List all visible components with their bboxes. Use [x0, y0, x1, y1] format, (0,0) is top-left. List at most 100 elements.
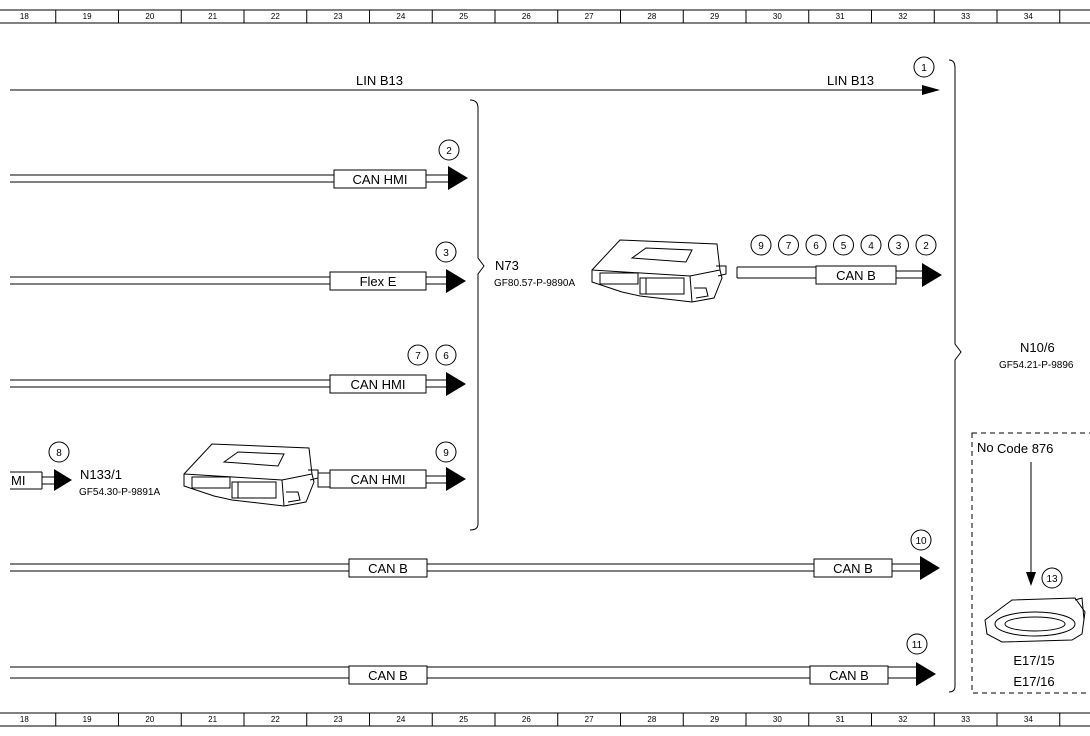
ruler-number: 28 [647, 715, 656, 724]
connector-2: 2 [446, 146, 452, 157]
lin-b13-wire: LIN B13 LIN B13 1 [10, 56, 940, 95]
ruler-number: 27 [585, 12, 594, 21]
n73-connector-circle [778, 234, 799, 256]
n73-code: GF80.57-P-9890A [494, 278, 575, 289]
part-e17-15: E17/15 [1013, 653, 1054, 668]
connector-10: 10 [915, 536, 927, 547]
ruler-number: 19 [83, 12, 92, 21]
ruler-number: 34 [1024, 12, 1033, 21]
ruler-top: 18 19 20 21 22 23 24 25 26 27 28 29 30 31 32 33 34 [0, 9, 1090, 24]
connector-11: 11 [912, 640, 923, 651]
n73-group: N73 GF80.57-P-9890A [494, 258, 575, 289]
n73-connector-number: 4 [868, 241, 874, 252]
option-code-876-box: No Code 876 13 E17/15 E17/16 [971, 432, 1090, 694]
label-can-b-11-left: CAN B [368, 668, 408, 683]
ruler-number: 19 [83, 715, 92, 724]
ruler-bottom: 18 19 20 21 22 23 24 25 26 27 28 29 30 31 32 33 34 [0, 712, 1090, 727]
n73-connector-number: 9 [758, 241, 764, 252]
n73-connector-circle [915, 234, 937, 256]
n73-connector-number: 5 [841, 241, 847, 252]
label-can-b-10-right: CAN B [833, 561, 873, 576]
ruler-number: 20 [145, 12, 154, 21]
n73-connector-circle [750, 234, 772, 256]
n73-connector-row: 9 7 6 5 4 3 2 [750, 234, 937, 256]
n133-cut-label: MI [11, 473, 25, 488]
ruler-number: 34 [1024, 715, 1033, 724]
label-can-b-11-right: CAN B [829, 668, 869, 683]
n73-module-icon [591, 239, 727, 303]
n10-code: GF54.21-P-9896 [999, 360, 1074, 371]
ruler-number: 30 [773, 12, 782, 21]
option-code-label: Code 876 [997, 441, 1053, 456]
n73-brace [469, 99, 485, 531]
n10-name: N10/6 [1020, 340, 1055, 355]
ruler-number: 21 [208, 715, 217, 724]
ruler-number: 24 [396, 715, 405, 724]
label-can-hmi-2: CAN HMI [353, 172, 408, 187]
lamp-module-icon [984, 597, 1086, 643]
n73-connector-circle [860, 234, 882, 256]
ruler-number: 28 [647, 12, 656, 21]
n73-connector-number: 6 [813, 241, 819, 252]
wire-can-hmi-9: CAN HMI 9 [317, 441, 466, 491]
label-can-b-10-left: CAN B [368, 561, 408, 576]
connector-7: 7 [415, 351, 421, 362]
n133-module-icon [183, 443, 319, 507]
ruler-number: 33 [961, 12, 970, 21]
n73-connector-circle [805, 234, 827, 256]
wire-can-hmi-7-6: CAN HMI 7 6 [10, 344, 466, 396]
ruler-number: 32 [898, 715, 907, 724]
label-can-hmi-9: CAN HMI [351, 472, 406, 487]
ruler-number: 32 [898, 12, 907, 21]
ruler-number: 22 [271, 12, 280, 21]
label-n73-can-b: CAN B [836, 268, 876, 283]
lin-right-label: LIN B13 [827, 73, 874, 88]
connector-3: 3 [443, 248, 449, 259]
ruler-number: 30 [773, 715, 782, 724]
ruler-number: 23 [334, 715, 343, 724]
wire-can-hmi-2: CAN HMI 2 [10, 139, 468, 190]
label-flex-e: Flex E [360, 274, 397, 289]
ruler-number: 26 [522, 12, 531, 21]
ruler-number: 18 [20, 715, 29, 724]
n10-group: N10/6 GF54.21-P-9896 [999, 340, 1074, 371]
ruler-number: 25 [459, 715, 468, 724]
ruler-number: 26 [522, 715, 531, 724]
n73-connector-number: 2 [923, 241, 929, 252]
connector-1: 1 [921, 63, 927, 74]
ruler-number: 21 [208, 12, 217, 21]
connector-8: 8 [56, 448, 62, 459]
ruler-number: 27 [585, 715, 594, 724]
wire-can-b-10: CAN B CAN B 10 [10, 529, 940, 580]
connector-13: 13 [1046, 574, 1058, 585]
n73-connector-circle [833, 234, 854, 256]
n133-code: GF54.30-P-9891A [79, 487, 160, 498]
n73-connector-circle [888, 234, 909, 256]
ruler-number: 29 [710, 715, 719, 724]
n133-name: N133/1 [80, 467, 122, 482]
connector-6: 6 [443, 351, 449, 362]
wire-can-b-11: CAN B CAN B 11 [10, 633, 936, 686]
part-e17-16: E17/16 [1013, 674, 1054, 689]
ruler-number: 24 [396, 12, 405, 21]
ruler-number: 29 [710, 12, 719, 21]
n73-connector-number: 3 [896, 241, 902, 252]
ruler-number: 23 [334, 12, 343, 21]
ruler-number: 33 [961, 715, 970, 724]
n73-name: N73 [495, 258, 519, 273]
n73-connector-number: 7 [786, 241, 792, 252]
ruler-number: 31 [836, 12, 845, 21]
ruler-number: 22 [271, 715, 280, 724]
ruler-number: 18 [20, 12, 29, 21]
ruler-number: 25 [459, 12, 468, 21]
label-can-hmi-7-6: CAN HMI [351, 377, 406, 392]
wire-n73-can-b: CAN B 9 7 6 5 4 3 2 [736, 234, 942, 287]
connector-9: 9 [443, 448, 449, 459]
n133-input-wire: MI 8 N133/1 GF54.30-P-9891A [10, 441, 160, 498]
lin-left-label: LIN B13 [356, 73, 403, 88]
option-no-label: No [977, 440, 994, 455]
wire-flex-e-3: Flex E 3 [10, 241, 466, 293]
ruler-number: 31 [836, 715, 845, 724]
ruler-number: 20 [145, 715, 154, 724]
